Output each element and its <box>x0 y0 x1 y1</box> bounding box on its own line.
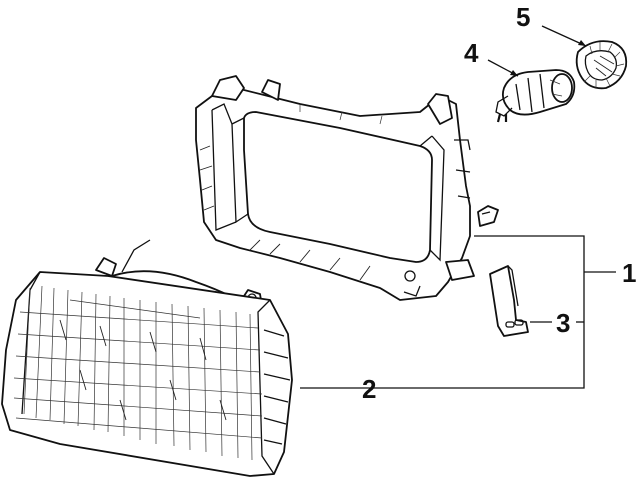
callout-4: 4 <box>464 38 479 68</box>
callout-5: 5 <box>516 2 530 32</box>
callout-3: 3 <box>556 308 570 338</box>
headlamp-bulb-part <box>495 69 576 123</box>
callout-1: 1 <box>622 258 636 288</box>
headlamp-housing-part <box>195 75 499 301</box>
leader-lines <box>300 25 616 389</box>
callout-2: 2 <box>362 374 376 404</box>
bulb-retaining-ring-part <box>575 40 628 90</box>
mounting-bracket-part <box>489 265 529 337</box>
headlamp-lens-part <box>1 239 293 477</box>
